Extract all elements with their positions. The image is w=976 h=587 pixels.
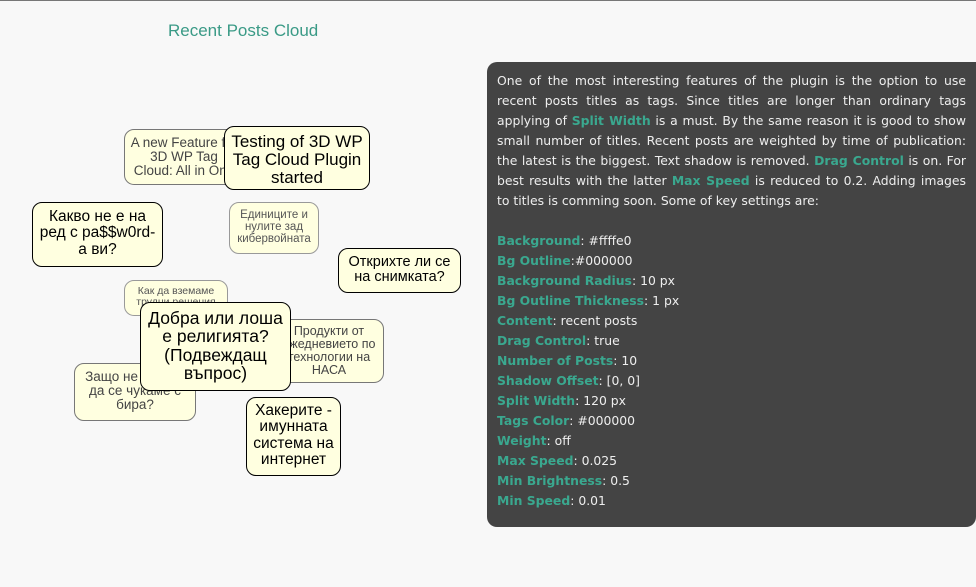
setting-sep: : (644, 293, 653, 308)
setting-row: Content: recent posts (497, 311, 966, 331)
setting-key: Min Brightness (497, 473, 603, 488)
setting-key: Weight (497, 433, 547, 448)
setting-value: #000000 (577, 413, 636, 428)
setting-key: Split Width (497, 393, 576, 408)
setting-row: Background: #ffffe0 (497, 231, 966, 251)
setting-key: Tags Color (497, 413, 570, 428)
setting-key: Drag Control (497, 333, 587, 348)
tag-hackers[interactable]: Хакерите - имунната система на интернет (246, 397, 341, 476)
tag-photo[interactable]: Открихте ли се на снимката? (338, 248, 461, 293)
setting-sep: : (570, 493, 579, 508)
setting-key: Shadow Offset (497, 373, 599, 388)
setting-key: Content (497, 313, 553, 328)
tag-religion[interactable]: Добра или лоша е религията? (Подвеждащ в… (140, 302, 291, 391)
setting-sep: : (552, 313, 561, 328)
setting-value: true (594, 333, 620, 348)
setting-sep: : (573, 453, 582, 468)
setting-key: Min Speed (497, 493, 571, 508)
setting-row: Min Brightness: 0.5 (497, 471, 966, 491)
setting-row: Max Speed: 0.025 (497, 451, 966, 471)
setting-value: recent posts (560, 313, 638, 328)
setting-sep: : (575, 393, 584, 408)
setting-row: Tags Color: #000000 (497, 411, 966, 431)
setting-key: Number of Posts (497, 353, 614, 368)
setting-value: 120 px (583, 393, 626, 408)
setting-value: 0.01 (578, 493, 606, 508)
setting-key: Bg Outline Thickness (497, 293, 645, 308)
setting-sep: : (570, 253, 575, 268)
setting-key: Background (497, 233, 581, 248)
tag-testing-3d-wp[interactable]: Testing of 3D WP Tag Cloud Plugin starte… (224, 126, 370, 190)
setting-row: Drag Control: true (497, 331, 966, 351)
setting-value: 0.5 (610, 473, 630, 488)
setting-value: 10 (621, 353, 638, 368)
desc-text: is on. For best results with the latter (497, 153, 966, 188)
tag-cyberwar[interactable]: Единиците и нулите зад кибервойната (229, 202, 319, 254)
setting-row: Bg Outline Thickness: 1 px (497, 291, 966, 311)
setting-sep: : (602, 473, 611, 488)
setting-value: 10 px (640, 273, 675, 288)
setting-sep: : (546, 433, 555, 448)
desc-text: is reduced to 0.2. Adding images to titl… (497, 173, 966, 208)
desc-text: One of the most interesting features of … (497, 73, 966, 128)
setting-row: Bg Outline:#000000 (497, 251, 966, 271)
desc-text: is a must. By the same reason it is good… (497, 113, 966, 168)
desc-highlight-split-width: Split Width (571, 113, 651, 128)
setting-value: off (554, 433, 571, 448)
setting-value: [0, 0] (606, 373, 640, 388)
setting-row: Weight: off (497, 431, 966, 451)
setting-sep: : (631, 273, 641, 288)
setting-value: 1 px (652, 293, 680, 308)
setting-sep: : (569, 413, 578, 428)
setting-value: #ffffe0 (588, 233, 632, 248)
setting-key: Max Speed (497, 453, 574, 468)
setting-sep: : (598, 373, 607, 388)
setting-sep: : (586, 333, 595, 348)
settings-panel: One of the most interesting features of … (487, 62, 976, 527)
setting-sep: : (580, 233, 589, 248)
desc-highlight-drag-control: Drag Control (814, 153, 904, 168)
setting-row: Shadow Offset: [0, 0] (497, 371, 966, 391)
setting-value: 0.025 (581, 453, 618, 468)
setting-key: Background Radius (497, 273, 632, 288)
tag-password[interactable]: Какво не е на ред с pa$$w0rd-а ви? (32, 202, 163, 267)
setting-value: #000000 (574, 253, 633, 268)
tag-nasa-products[interactable]: Продукти от ежедневието по технологии на… (274, 319, 384, 383)
setting-sep: : (613, 353, 622, 368)
settings-list: Background: #ffffe0 Bg Outline:#000000 B… (497, 231, 966, 511)
setting-row: Split Width: 120 px (497, 391, 966, 411)
tag-cloud[interactable]: A new Feature for 3D WP Tag Cloud: All i… (0, 1, 480, 587)
setting-row: Number of Posts: 10 (497, 351, 966, 371)
setting-row: Background Radius: 10 px (497, 271, 966, 291)
tag-beer[interactable]: Защо не трябва да се чукаме с бира? (74, 363, 196, 421)
desc-highlight-max-speed: Max Speed (671, 173, 750, 188)
setting-row: Min Speed: 0.01 (497, 491, 966, 511)
description-text: One of the most interesting features of … (497, 71, 966, 211)
setting-key: Bg Outline (497, 253, 571, 268)
cloud-title: Recent Posts Cloud (168, 21, 319, 40)
